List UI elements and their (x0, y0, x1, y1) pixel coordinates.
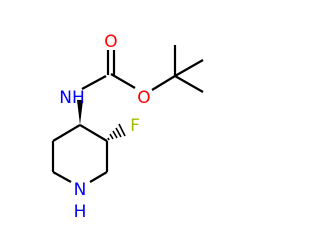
bond-ring-c6-n (52, 171, 72, 183)
molecule-structure: NH O O F N H (51, 32, 204, 222)
bond-ring-c3-c4 (79, 124, 108, 142)
bond-ester-o-quaternary-c (151, 75, 176, 91)
bond-tbu-methyl-lower-right (174, 75, 204, 93)
atom-label-ring-n: N (74, 180, 87, 200)
bond-ring-n-c2 (89, 171, 108, 183)
atom-label-ester-o: O (137, 88, 150, 108)
bond-tbu-methyl-upper-right (174, 59, 204, 77)
wedge-bond-c4-nh (77, 100, 83, 125)
atom-label-carbonyl-o: O (104, 32, 117, 52)
bond-carbonyl-c-ester-o (110, 73, 136, 89)
bond-layer (51, 45, 204, 183)
bond-ring-c4-c5 (52, 124, 81, 142)
atom-label-ring-h: H (74, 202, 87, 222)
hash-bond-c3-f (107, 123, 126, 141)
bond-nh-carbonyl-c (81, 75, 107, 90)
atom-label-fluorine: F (130, 116, 140, 136)
atom-label-amine-nh: NH (59, 88, 85, 108)
